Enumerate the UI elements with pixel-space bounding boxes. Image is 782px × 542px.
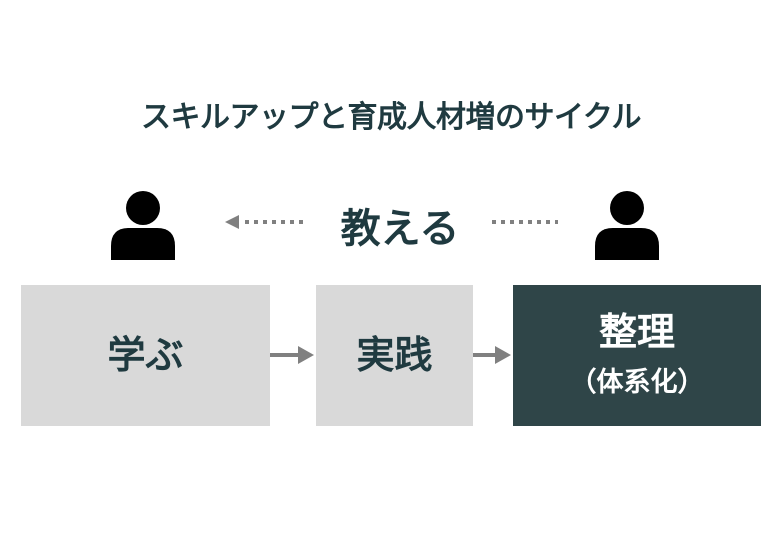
box-learn-label: 学ぶ bbox=[107, 332, 184, 377]
box-practice: 実践 bbox=[316, 285, 473, 426]
teach-label: 教える bbox=[340, 206, 460, 252]
person-icon-right bbox=[595, 191, 659, 260]
box-learn: 学ぶ bbox=[21, 285, 270, 426]
box-organize-sublabel: （体系化） bbox=[569, 366, 705, 398]
teach-arrow-left bbox=[225, 215, 307, 229]
teach-dotted-line-right bbox=[492, 220, 558, 224]
box-organize-label: 整理 bbox=[598, 310, 675, 355]
box-practice-label: 実践 bbox=[356, 332, 433, 377]
diagram-title: スキルアップと育成人材増のサイクル bbox=[141, 100, 642, 135]
flow-arrow-1 bbox=[270, 346, 314, 364]
flow-arrow-2 bbox=[473, 346, 511, 364]
person-icon-left bbox=[111, 191, 175, 260]
box-organize: 整理 （体系化） bbox=[513, 285, 761, 426]
